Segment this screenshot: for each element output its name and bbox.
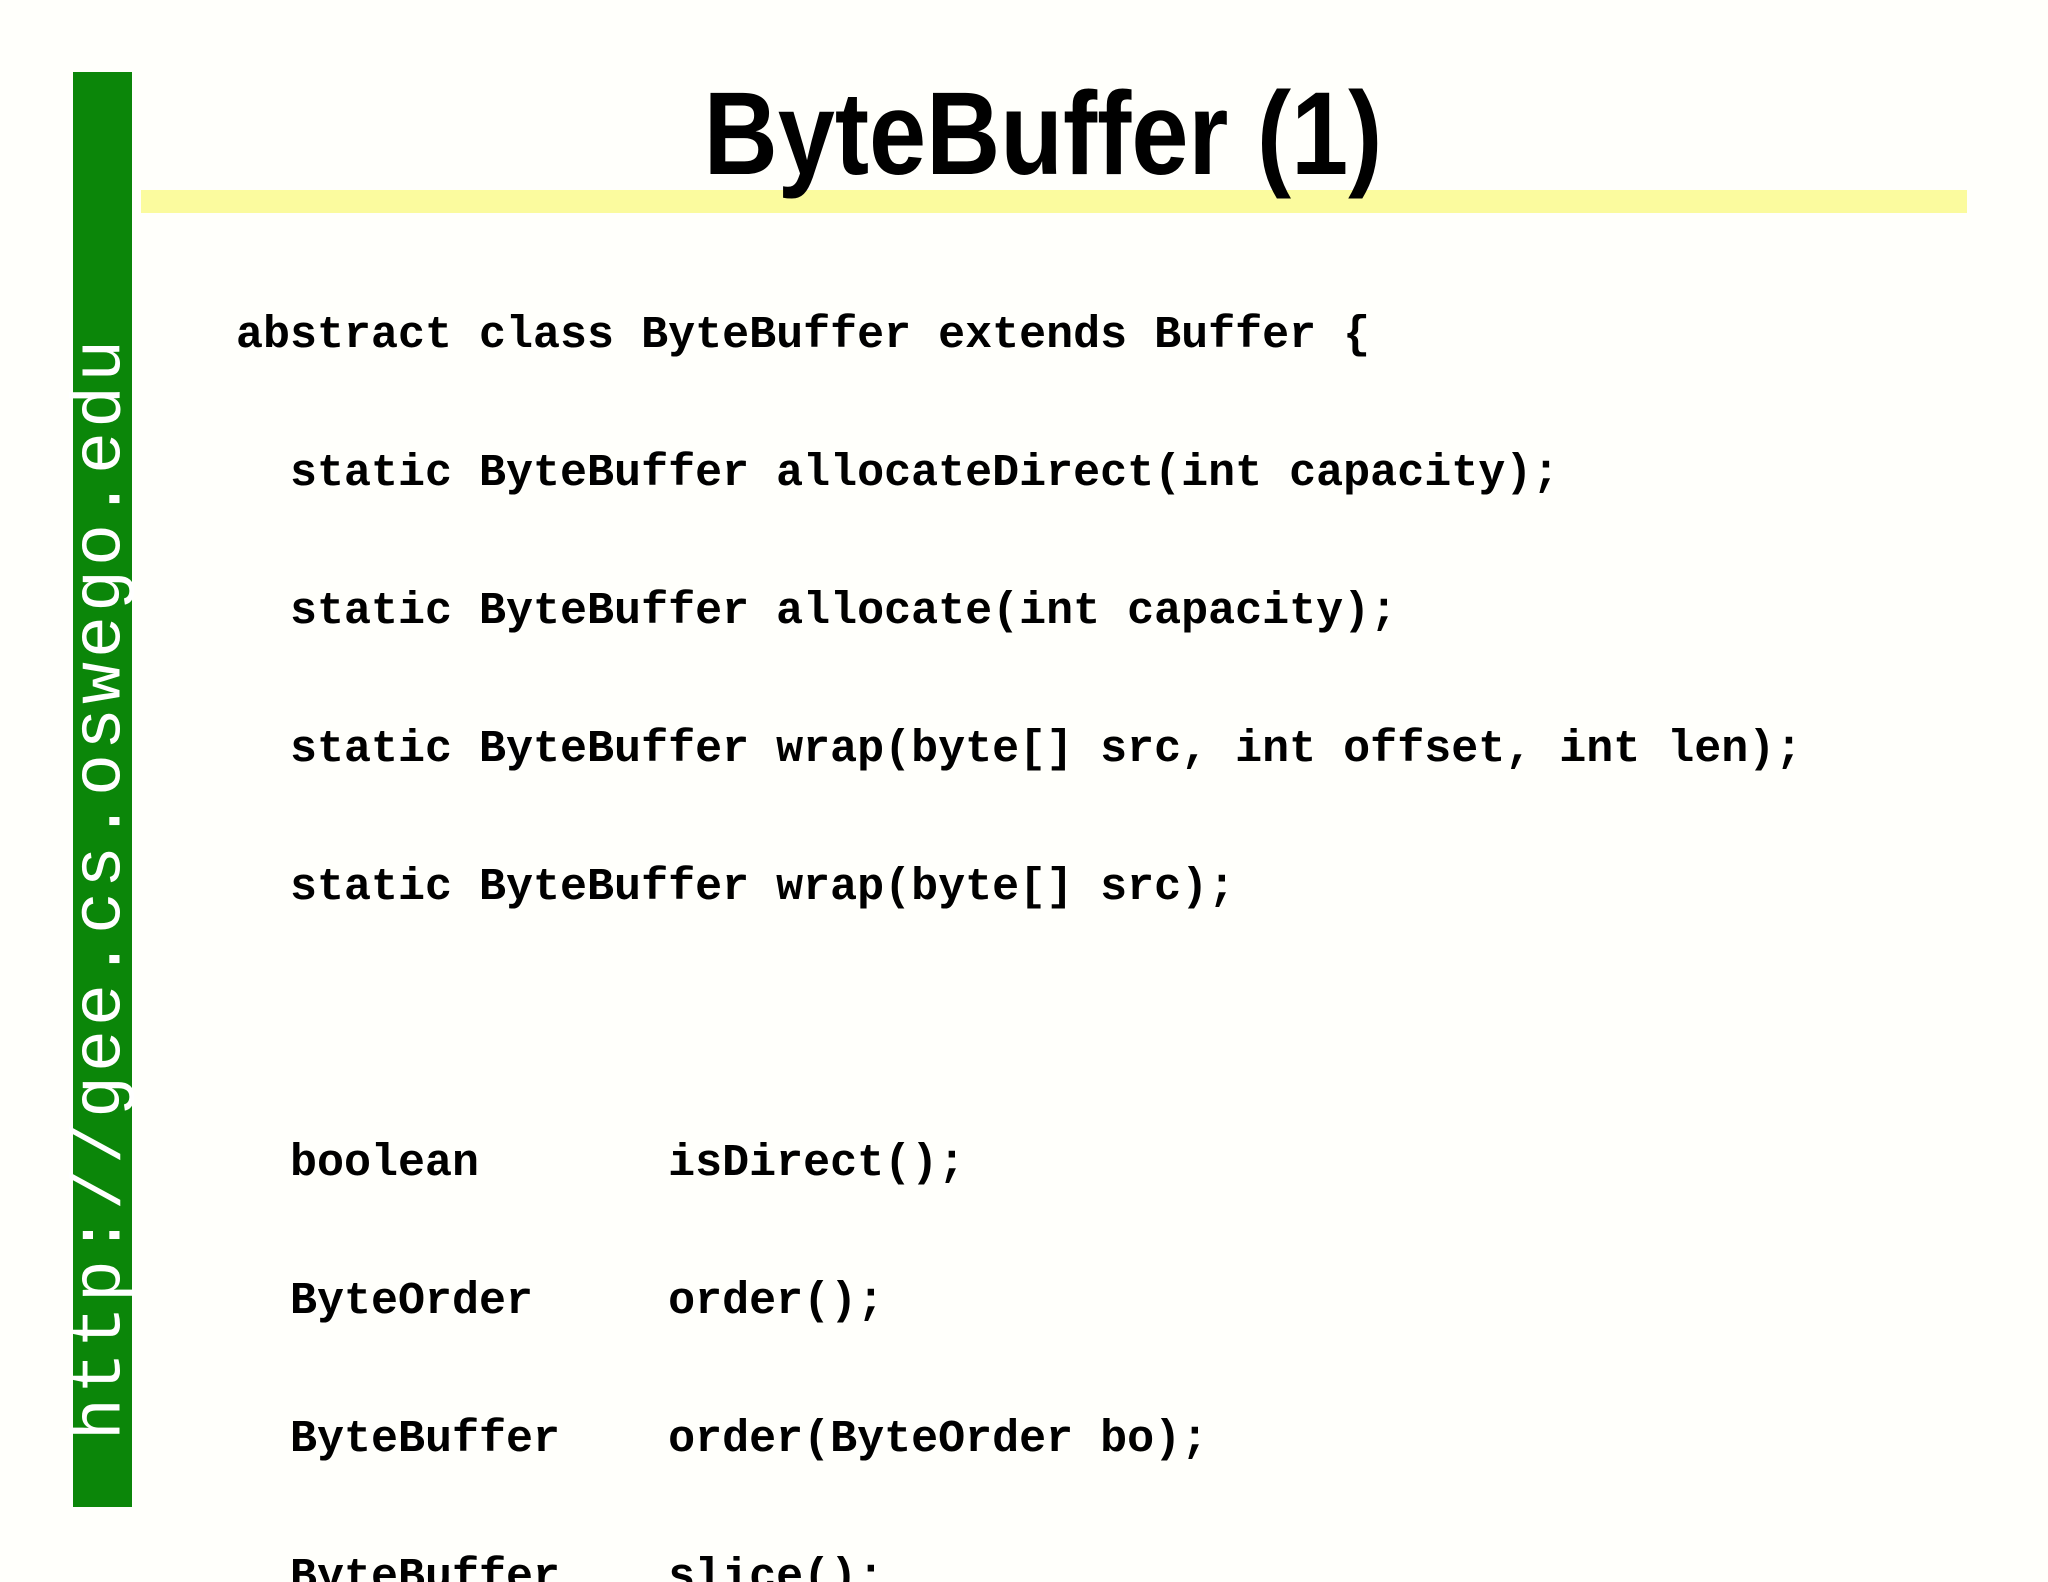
code-line: static ByteBuffer wrap(byte[] src, int o… (236, 724, 1803, 775)
code-line: static ByteBuffer allocate(int capacity)… (236, 586, 1398, 637)
sidebar-url: http://gee.cs.oswego.edu (62, 335, 142, 1441)
code-line: ByteBuffer slice(); (236, 1552, 885, 1582)
page-title: ByteBuffer (1) (703, 68, 1383, 200)
code-line: ByteOrder order(); (236, 1276, 885, 1327)
code-line: static ByteBuffer wrap(byte[] src); (236, 862, 1236, 913)
code-line: static ByteBuffer allocateDirect(int cap… (236, 448, 1560, 499)
code-line: abstract class ByteBuffer extends Buffer… (236, 310, 1371, 361)
code-line (236, 1003, 1802, 1049)
code-line: ByteBuffer order(ByteOrder bo); (236, 1414, 1209, 1465)
code-line: boolean isDirect(); (236, 1138, 966, 1189)
title-underline-bar (141, 190, 1967, 213)
code-listing: abstract class ByteBuffer extends Buffer… (236, 221, 1802, 1582)
sidebar-green-bar (73, 72, 132, 1507)
